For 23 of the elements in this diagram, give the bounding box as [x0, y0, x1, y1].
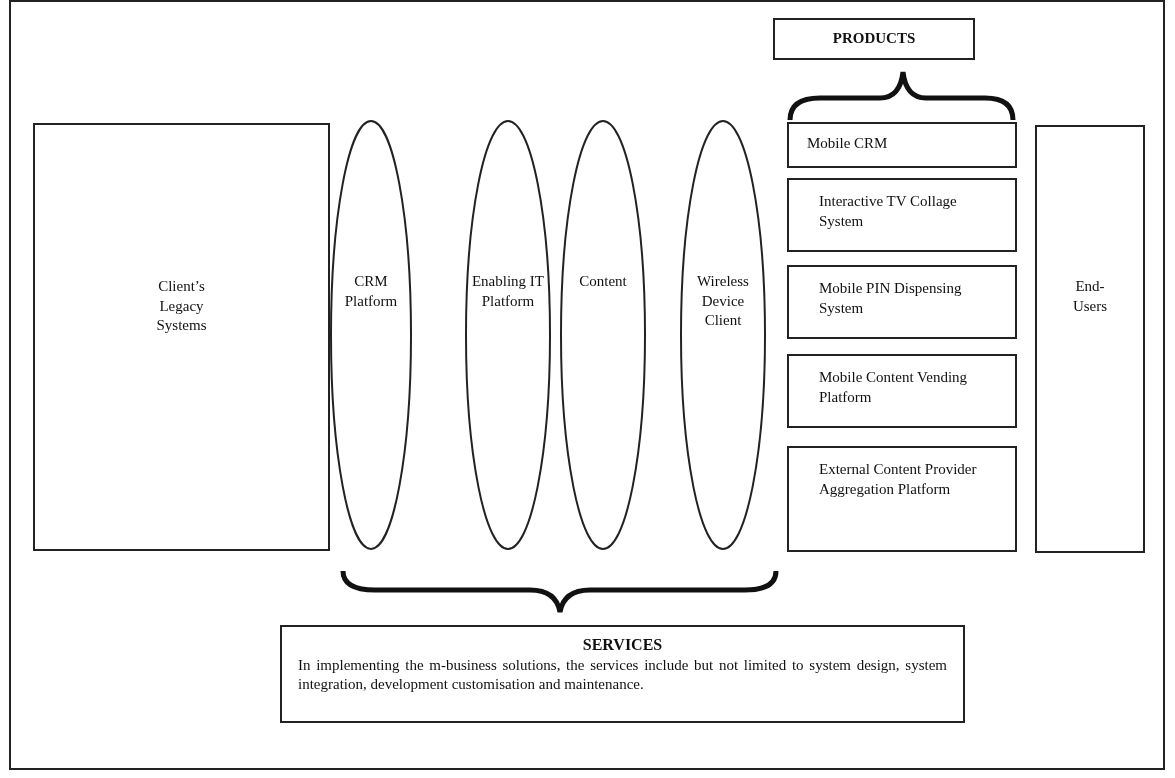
node-label: Content: [578, 272, 628, 291]
node-label: External Content Provider Aggregation Platform: [819, 460, 978, 499]
node-label: Mobile CRM: [807, 134, 889, 153]
node-label: Wireless Device Client: [696, 272, 750, 330]
services-box: [280, 625, 965, 723]
product-box: [787, 354, 1017, 428]
product-box: [787, 265, 1017, 339]
users-box: [1035, 125, 1145, 553]
node-label: Mobile PIN Dispensing System: [819, 279, 963, 318]
node-label: Mobile Content Vending Platform: [819, 368, 969, 407]
heading-label: PRODUCTS: [831, 29, 917, 49]
product-box: [787, 178, 1017, 252]
description-text: In implementing the m-business solutions, the services include but not limited to system design, system integration, development customisation and maintenance.: [298, 655, 947, 695]
section-heading: SERVICES: [581, 635, 664, 655]
system-box: [33, 123, 330, 551]
node-label: Client’s Legacy Systems: [155, 277, 208, 335]
node-label: Interactive TV Collage System: [819, 192, 958, 231]
node-label: Enabling IT Platform: [470, 272, 546, 311]
node-label: End-Users: [1071, 277, 1109, 316]
product-box: [787, 446, 1017, 552]
node-label: CRM Platform: [343, 272, 399, 311]
product-box: [787, 122, 1017, 168]
heading-box: [773, 18, 975, 60]
